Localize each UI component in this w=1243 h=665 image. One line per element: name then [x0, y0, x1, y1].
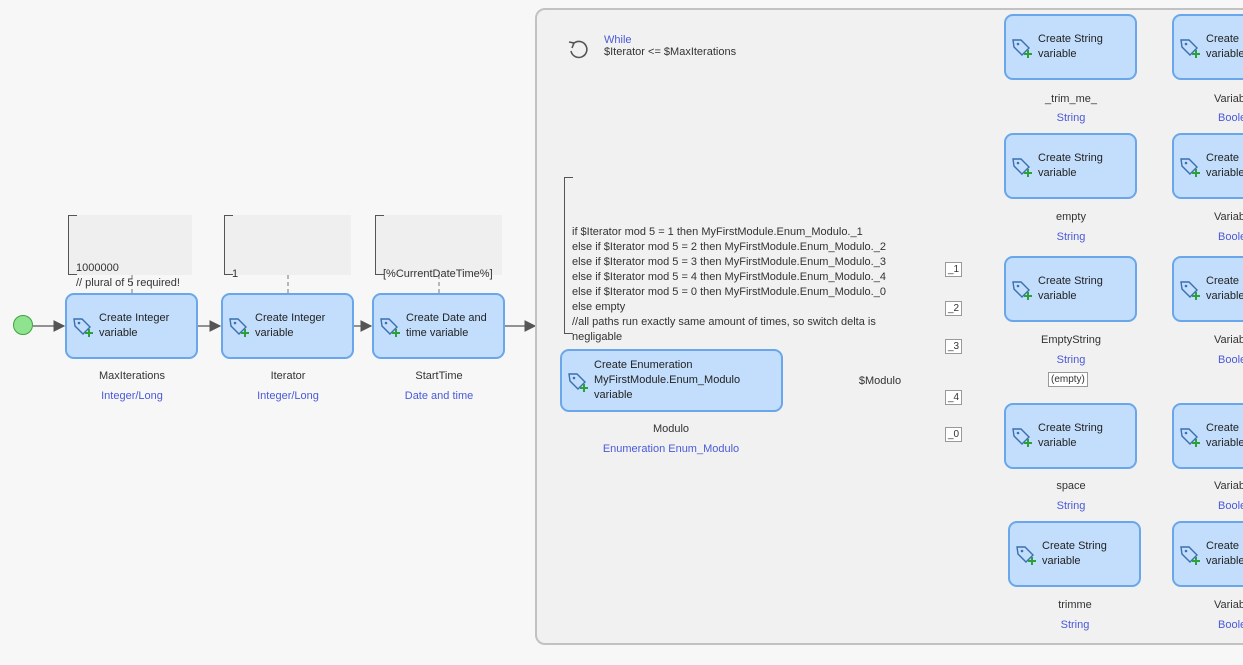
action-create-string-trimme[interactable]: Create String variable	[1008, 521, 1141, 587]
action-title: Create B variable	[1206, 422, 1243, 449]
action-title: Create B variable	[1206, 33, 1243, 60]
create-variable-icon	[380, 318, 400, 337]
action-create-boolean[interactable]: Create B variable	[1172, 133, 1243, 199]
action-title: Create Enumeration MyFirstModule.Enum_Mo…	[594, 359, 741, 401]
create-variable-icon	[1180, 546, 1200, 565]
action-create-starttime[interactable]: Create Date and time variable	[372, 293, 505, 359]
variable-name: Iterator	[270, 370, 306, 382]
variable-name: EmptyString	[1041, 334, 1101, 346]
loop-keyword: While	[604, 34, 632, 46]
loop-header: While $Iterator <= $MaxIterations	[604, 34, 736, 58]
variable-type: String	[1060, 619, 1090, 631]
action-create-string-space[interactable]: Create String variable	[1004, 403, 1137, 469]
create-variable-icon	[1012, 39, 1032, 58]
edge-label: _1	[945, 262, 963, 277]
annotation-bracket	[68, 215, 77, 275]
variable-name: Variab	[1214, 599, 1243, 611]
action-create-maxiterations[interactable]: Create Integer variable	[65, 293, 198, 359]
variable-type: Boole	[1218, 112, 1243, 124]
annotation-bracket	[564, 177, 573, 334]
action-title: Create Integer variable	[255, 312, 326, 339]
variable-type: Boole	[1218, 619, 1243, 631]
create-variable-icon	[1016, 546, 1036, 565]
annotation-text: if $Iterator mod 5 = 1 then MyFirstModul…	[572, 226, 886, 343]
variable-name: _trim_me_	[1045, 93, 1097, 105]
variable-type: String	[1056, 112, 1086, 124]
edge-label: _3	[945, 339, 963, 354]
create-variable-icon	[1180, 281, 1200, 300]
annotation-maxiterations[interactable]: 1000000 // plural of 5 required!	[68, 215, 192, 289]
action-title: Create B variable	[1206, 540, 1243, 567]
variable-type: String	[1056, 231, 1086, 243]
variable-type: Integer/Long	[257, 390, 319, 402]
action-create-boolean[interactable]: Create B variable	[1172, 256, 1243, 322]
annotation-iterator[interactable]: 1	[224, 215, 351, 280]
action-title: Create B variable	[1206, 152, 1243, 179]
edge-label-empty: (empty)	[1048, 372, 1088, 387]
variable-type: String	[1056, 354, 1086, 366]
action-title: Create String variable	[1038, 422, 1103, 449]
annotation-bracket	[224, 215, 233, 275]
action-create-enumeration[interactable]: Create Enumeration MyFirstModule.Enum_Mo…	[560, 349, 783, 412]
variable-name: empty	[1056, 211, 1086, 223]
variable-type: Boole	[1218, 354, 1243, 366]
action-create-string-trim-me[interactable]: Create String variable	[1004, 14, 1137, 80]
action-title: Create Integer variable	[99, 312, 170, 339]
loop-condition: $Iterator <= $MaxIterations	[604, 46, 737, 58]
variable-name: StartTime	[415, 370, 463, 382]
create-variable-icon	[568, 372, 588, 392]
annotation-text: [%CurrentDateTime%]	[383, 268, 493, 280]
annotation-bracket	[375, 215, 384, 275]
create-variable-icon	[1012, 281, 1032, 300]
action-create-boolean[interactable]: Create B variable	[1172, 14, 1243, 80]
action-title: Create String variable	[1042, 540, 1107, 567]
create-variable-icon	[229, 318, 249, 337]
action-title: Create B variable	[1206, 275, 1243, 302]
annotation-text: 1	[232, 268, 239, 280]
create-variable-icon	[1012, 158, 1032, 177]
create-variable-icon	[1012, 428, 1032, 447]
variable-type: Boole	[1218, 231, 1243, 243]
action-title: Create String variable	[1038, 33, 1103, 60]
variable-name: Variab	[1214, 93, 1243, 105]
variable-name: MaxIterations	[98, 370, 166, 382]
annotation-text: 1000000 // plural of 5 required!	[76, 262, 180, 289]
start-event[interactable]	[13, 315, 33, 335]
create-variable-icon	[73, 318, 93, 337]
variable-name: Modulo	[652, 423, 690, 435]
action-create-boolean[interactable]: Create B variable	[1172, 521, 1243, 587]
variable-name: trimme	[1058, 599, 1092, 611]
create-variable-icon	[1180, 428, 1200, 447]
action-create-string-empty[interactable]: Create String variable	[1004, 133, 1137, 199]
edge-label: _4	[945, 390, 963, 405]
annotation-modulo-expression[interactable]: if $Iterator mod 5 = 1 then MyFirstModul…	[564, 177, 894, 343]
action-create-iterator[interactable]: Create Integer variable	[221, 293, 354, 359]
edge-label: _0	[945, 427, 963, 442]
create-variable-icon	[1180, 39, 1200, 58]
edge-label: _2	[945, 301, 963, 316]
action-title: Create Date and time variable	[406, 312, 487, 339]
variable-name: space	[1056, 480, 1086, 492]
action-create-boolean[interactable]: Create B variable	[1172, 403, 1243, 469]
action-title: Create String variable	[1038, 152, 1103, 179]
action-create-string-emptystring[interactable]: Create String variable	[1004, 256, 1137, 322]
annotation-starttime[interactable]: [%CurrentDateTime%]	[375, 215, 502, 280]
variable-type: String	[1056, 500, 1086, 512]
decision-label: $Modulo	[858, 375, 902, 387]
variable-type: Integer/Long	[101, 390, 163, 402]
variable-name: Variab	[1214, 211, 1243, 223]
create-variable-icon	[1180, 158, 1200, 177]
variable-type: Enumeration Enum_Modulo	[602, 443, 740, 455]
variable-name: Variab	[1214, 480, 1243, 492]
loop-icon	[568, 40, 588, 59]
variable-type: Date and time	[404, 390, 474, 402]
action-title: Create String variable	[1038, 275, 1103, 302]
variable-type: Boole	[1218, 500, 1243, 512]
variable-name: Variab	[1214, 334, 1243, 346]
